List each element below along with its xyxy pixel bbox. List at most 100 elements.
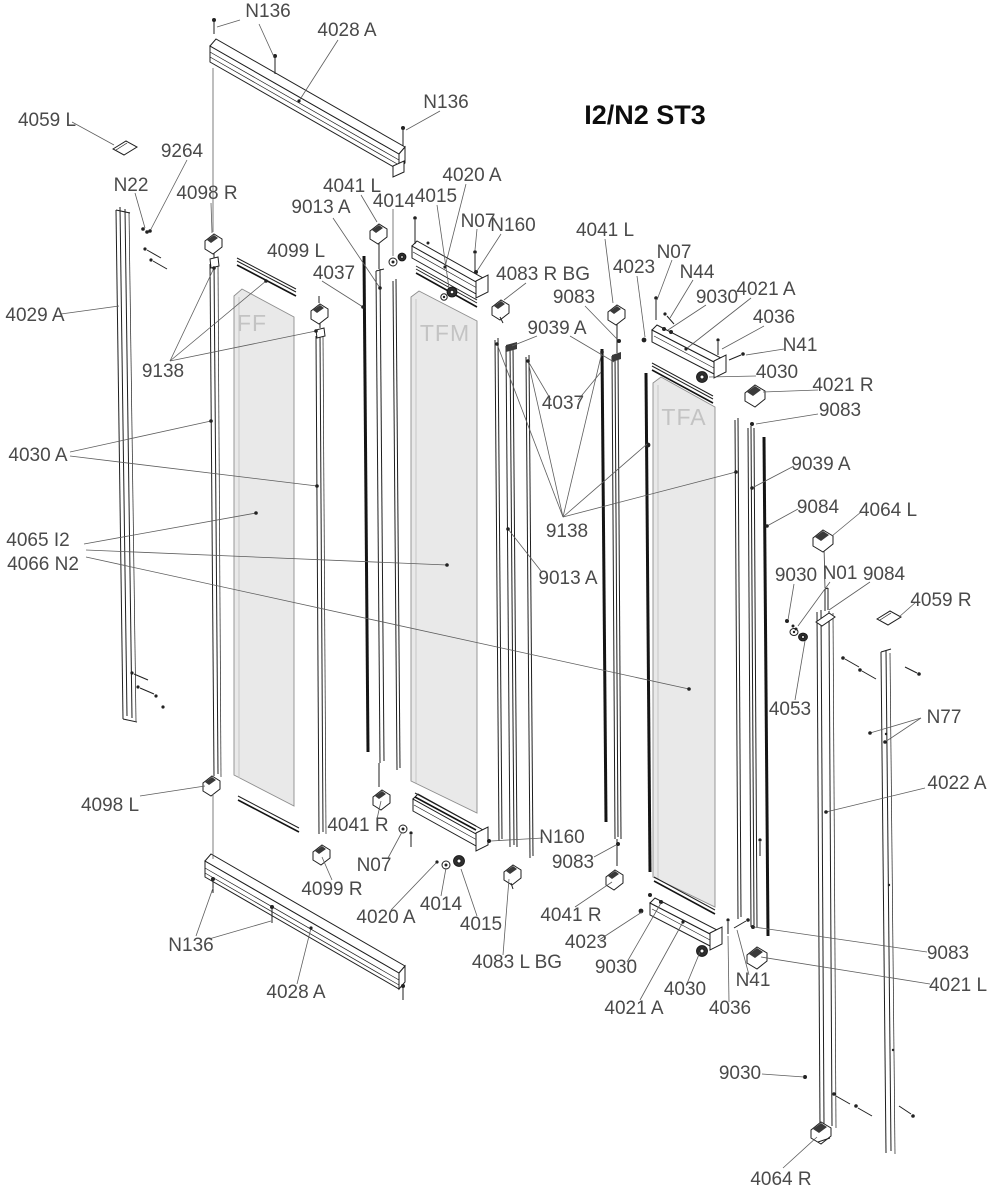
label-4015-bottom: 4015 bbox=[460, 914, 502, 935]
pin-n01-a bbox=[791, 624, 795, 628]
label-4065: 4065 I2 bbox=[6, 530, 69, 551]
strips-center-cluster-2 bbox=[600, 304, 652, 891]
label-4029a: 4029 A bbox=[5, 305, 64, 326]
screw-n136-3 bbox=[401, 126, 405, 146]
label-9084-1: 9084 bbox=[797, 497, 840, 518]
pin-9083-4 bbox=[751, 925, 755, 929]
leader-end-dots bbox=[148, 99, 887, 930]
label-4066: 4066 N2 bbox=[7, 554, 79, 575]
label-4023-1: 4023 bbox=[613, 257, 655, 278]
label-4098r: 4098 R bbox=[176, 183, 237, 204]
leader-lines bbox=[60, 19, 931, 1169]
bottom-rail-4028a bbox=[204, 853, 406, 1000]
label-4037-mid: 4037 bbox=[542, 393, 584, 414]
bracket-4021l bbox=[746, 946, 768, 970]
label-n160-bottom: N160 bbox=[539, 827, 584, 848]
screw-cluster-top bbox=[141, 227, 168, 270]
label-4083lbg: 4083 L BG bbox=[472, 952, 562, 973]
right-post-4022a bbox=[785, 529, 837, 1145]
label-4099l: 4099 L bbox=[267, 241, 325, 262]
label-n136-top-right: N136 bbox=[423, 92, 468, 113]
label-9013a-center: 9013 A bbox=[538, 568, 597, 589]
rail-4020a-top bbox=[388, 216, 489, 308]
label-4053: 4053 bbox=[769, 699, 811, 720]
bracket-4098l bbox=[202, 775, 221, 797]
label-4021a-bottom: 4021 A bbox=[604, 998, 663, 1019]
label-4020a-top: 4020 A bbox=[442, 165, 501, 186]
label-4023-bottom: 4023 bbox=[565, 932, 607, 953]
glass-panel-tfm: TFM bbox=[410, 290, 478, 814]
bracket-4083-l-bg bbox=[503, 864, 522, 890]
label-n44: N44 bbox=[680, 262, 715, 283]
diagram-title: I2/N2 ST3 bbox=[584, 100, 706, 130]
glass-ff-watermark: FF bbox=[237, 310, 267, 336]
label-4020a-bottom: 4020 A bbox=[356, 907, 415, 928]
label-4064r: 4064 R bbox=[750, 1169, 811, 1190]
label-9264: 9264 bbox=[161, 141, 204, 162]
label-n136-bottom: N136 bbox=[168, 935, 213, 956]
bracket-4041l-1 bbox=[369, 223, 388, 245]
label-4041l-top: 4041 L bbox=[323, 176, 381, 197]
screw-n44 bbox=[663, 312, 675, 325]
right-post-n77 bbox=[832, 648, 921, 1155]
bracket-4041r-2 bbox=[605, 869, 624, 891]
bracket-4083-r-bg bbox=[491, 299, 510, 324]
strips-center-cluster bbox=[494, 337, 534, 859]
pin-n01-b bbox=[794, 627, 798, 631]
pin-9030-bottom2 bbox=[803, 1075, 807, 1079]
glass-panel-tfa: TFA bbox=[652, 376, 716, 908]
label-9138-left: 9138 bbox=[142, 361, 184, 382]
screw-4036-top bbox=[716, 338, 720, 355]
label-n160-top: N160 bbox=[490, 215, 535, 236]
label-4041r-2: 4041 R bbox=[540, 905, 601, 926]
screw-right bbox=[758, 838, 762, 856]
label-4030a: 4030 A bbox=[8, 445, 67, 466]
label-n41-1: N41 bbox=[783, 335, 818, 356]
label-4021a-1: 4021 A bbox=[736, 279, 795, 300]
label-4028a-bottom: 4028 A bbox=[266, 982, 325, 1003]
label-9013a-top: 9013 A bbox=[291, 197, 350, 218]
screw-n07-2 bbox=[654, 296, 658, 320]
screws-n77-bottom bbox=[832, 1092, 915, 1118]
screw-n136-6 bbox=[401, 984, 405, 1000]
label-9083-4: 9083 bbox=[927, 943, 969, 964]
glazing-strips-9138 bbox=[236, 257, 716, 915]
label-4015-top: 4015 bbox=[415, 186, 457, 207]
part-labels: N136 4028 A N136 4059 L 9264 N22 4098 R … bbox=[5, 1, 987, 1190]
pin-4023-bottom bbox=[638, 908, 644, 914]
bracket-4064l bbox=[812, 529, 834, 553]
rail-4020a-bottom bbox=[398, 792, 491, 870]
label-n136-top: N136 bbox=[245, 1, 290, 22]
screw-n136-4 bbox=[211, 877, 215, 893]
screw-cluster-bottom bbox=[130, 671, 165, 709]
pin-4023-top bbox=[641, 337, 647, 343]
pin-9083-2 bbox=[750, 422, 754, 426]
screws-n77-top bbox=[841, 656, 921, 680]
label-n07-3: N07 bbox=[357, 855, 392, 876]
strips-right-cluster bbox=[734, 417, 770, 937]
label-n22: N22 bbox=[114, 175, 149, 196]
screw-n136-1 bbox=[212, 18, 216, 34]
label-4099r: 4099 R bbox=[301, 879, 362, 900]
top-rail-4028a bbox=[209, 18, 406, 178]
wall-post-left bbox=[202, 233, 223, 797]
glass-panel-ff: FF bbox=[233, 288, 295, 807]
pin-9083-1 bbox=[617, 339, 621, 343]
label-9030-right: 9030 bbox=[775, 565, 817, 586]
screw-top bbox=[413, 216, 417, 244]
post-4099 bbox=[310, 296, 331, 866]
pin-n160-bottom bbox=[487, 839, 491, 843]
label-4041l-2: 4041 L bbox=[576, 220, 634, 241]
label-n01: N01 bbox=[823, 563, 858, 584]
label-4028a-top: 4028 A bbox=[317, 20, 376, 41]
label-4014-bottom: 4014 bbox=[420, 894, 463, 915]
label-4083rbg: 4083 R BG bbox=[496, 264, 590, 285]
label-9030-bottom2: 9030 bbox=[719, 1063, 761, 1084]
bracket-4041l-2 bbox=[607, 304, 626, 326]
label-4041r-1: 4041 R bbox=[327, 815, 388, 836]
label-9083-3: 9083 bbox=[552, 852, 594, 873]
screw-bottom bbox=[409, 831, 413, 847]
plate-4059l bbox=[112, 140, 138, 156]
